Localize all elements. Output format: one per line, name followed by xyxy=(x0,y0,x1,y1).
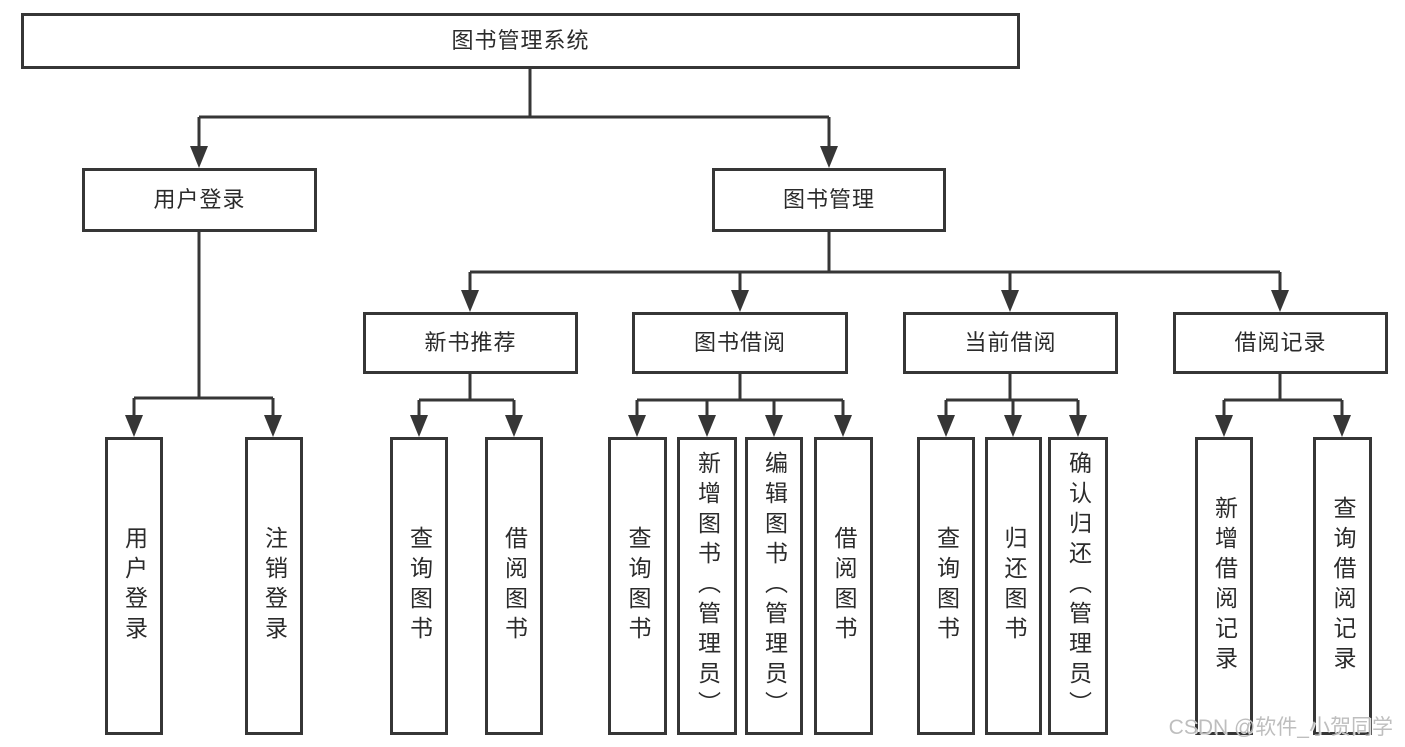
leaf-search-books-recommend: 查询图书 xyxy=(390,437,448,735)
leaf-add-books-admin: 新增图书（管理员） xyxy=(677,437,737,735)
leaf-search-borrow-record: 查询借阅记录 xyxy=(1313,437,1372,735)
leaf-user-login: 用户登录 xyxy=(105,437,163,735)
leaf-borrow-books-borrowing-label: 借阅图书 xyxy=(831,526,857,646)
node-new-book-recommendation-label: 新书推荐 xyxy=(424,330,517,355)
leaf-confirm-return-admin-label: 确认归还（管理员） xyxy=(1065,451,1092,721)
node-root: 图书管理系统 xyxy=(21,13,1020,69)
leaf-search-books-current: 查询图书 xyxy=(917,437,975,735)
leaf-logout-label: 注销登录 xyxy=(261,526,288,646)
leaf-search-books-borrowing-label: 查询图书 xyxy=(625,526,651,646)
node-user-login-label: 用户登录 xyxy=(153,187,246,212)
leaf-logout: 注销登录 xyxy=(245,437,303,735)
leaf-return-books: 归还图书 xyxy=(985,437,1042,735)
leaf-search-borrow-record-label: 查询借阅记录 xyxy=(1330,496,1356,676)
leaf-search-books-borrowing: 查询图书 xyxy=(608,437,667,735)
leaf-borrow-books-recommend-label: 借阅图书 xyxy=(501,526,528,646)
leaf-edit-books-admin-label: 编辑图书（管理员） xyxy=(761,451,788,721)
node-book-borrowing: 图书借阅 xyxy=(632,312,848,374)
leaf-add-books-admin-label: 新增图书（管理员） xyxy=(694,451,721,721)
node-user-login: 用户登录 xyxy=(82,168,317,232)
leaf-search-books-current-label: 查询图书 xyxy=(933,526,960,646)
node-current-borrowing: 当前借阅 xyxy=(903,312,1118,374)
node-current-borrowing-label: 当前借阅 xyxy=(964,330,1057,355)
node-book-management: 图书管理 xyxy=(712,168,946,232)
leaf-borrow-books-recommend: 借阅图书 xyxy=(485,437,543,735)
node-book-borrowing-label: 图书借阅 xyxy=(693,330,786,355)
node-book-management-label: 图书管理 xyxy=(782,187,875,212)
leaf-add-borrow-record-label: 新增借阅记录 xyxy=(1211,496,1238,676)
node-borrowing-records-label: 借阅记录 xyxy=(1234,330,1327,355)
leaf-user-login-label: 用户登录 xyxy=(121,526,148,646)
csdn-watermark: CSDN @软件_小贺同学 xyxy=(1168,716,1393,739)
leaf-add-borrow-record: 新增借阅记录 xyxy=(1195,437,1253,735)
leaf-edit-books-admin: 编辑图书（管理员） xyxy=(745,437,803,735)
node-new-book-recommendation: 新书推荐 xyxy=(363,312,578,374)
leaf-return-books-label: 归还图书 xyxy=(1001,526,1027,646)
leaf-search-books-recommend-label: 查询图书 xyxy=(406,526,433,646)
leaf-borrow-books-borrowing: 借阅图书 xyxy=(814,437,873,735)
node-root-label: 图书管理系统 xyxy=(451,28,590,53)
leaf-confirm-return-admin: 确认归还（管理员） xyxy=(1048,437,1108,735)
node-borrowing-records: 借阅记录 xyxy=(1173,312,1388,374)
arrowheads xyxy=(125,146,1351,437)
